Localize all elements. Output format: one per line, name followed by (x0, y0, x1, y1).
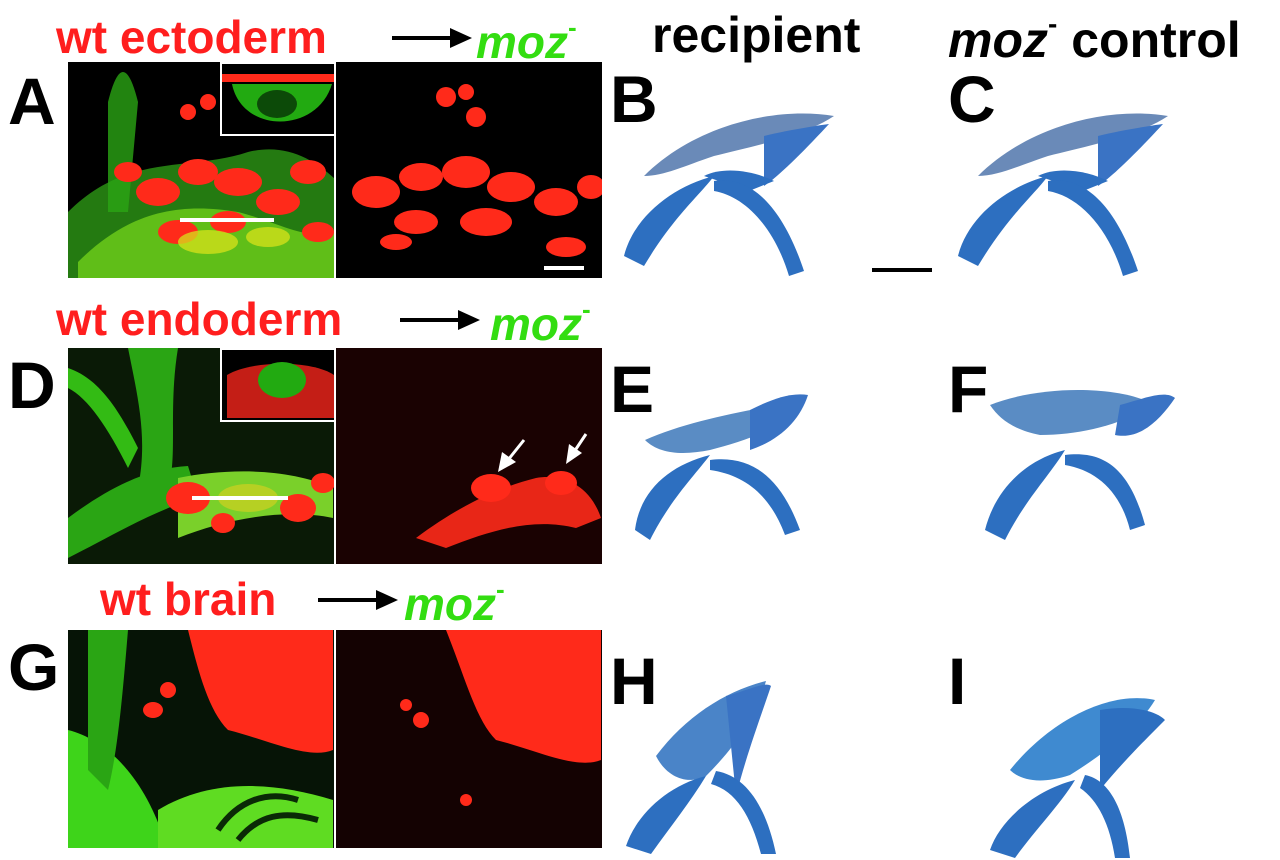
row-d-target-label: moz (490, 298, 582, 350)
panel-a-inset (220, 62, 334, 136)
control-sup: - (1048, 8, 1058, 39)
arrow-icon (498, 439, 526, 472)
arrow-icon (566, 433, 588, 464)
row-a-target-label: moz (476, 16, 568, 68)
panel-i-cartilage (980, 680, 1200, 860)
row-a-target: moz- (476, 14, 577, 65)
row-g-source-label: wt brain (100, 573, 277, 625)
panel-label-b: B (610, 62, 658, 136)
fluorescence-red-image (336, 630, 602, 848)
row-g-target-label: moz (404, 578, 496, 630)
panel-label-g: G (8, 630, 60, 704)
control-rest: control (1057, 12, 1241, 68)
panel-h-cartilage (616, 676, 836, 856)
panel-label-i: I (948, 644, 967, 718)
panel-g-red (334, 628, 604, 850)
row-d-arrow (400, 308, 480, 332)
fluorescence-red-image (336, 348, 602, 564)
row-d-header: wt endoderm (56, 296, 342, 342)
arrow-icon (392, 28, 472, 48)
panel-label-f: F (948, 352, 989, 426)
column-header-control: moz- control (948, 8, 1241, 68)
arrow-icon (400, 310, 480, 330)
control-italic: moz (948, 12, 1048, 68)
row-g-target-sup: - (496, 574, 505, 604)
panel-label-e: E (610, 352, 655, 426)
panel-label-a: A (8, 64, 56, 138)
row-d-target: moz- (490, 296, 591, 347)
panel-label-d: D (8, 348, 56, 422)
fluorescence-red-image (336, 62, 602, 278)
panel-d-red (334, 346, 604, 566)
row-g-header: wt brain (100, 576, 276, 622)
row-a-target-sup: - (568, 12, 577, 42)
panel-d-merge (66, 346, 336, 566)
row-g-target: moz- (404, 576, 505, 627)
row-a-arrow (392, 26, 472, 50)
column-header-recipient: recipient (652, 7, 861, 63)
panel-label-c: C (948, 62, 996, 136)
row-d-target-sup: - (582, 294, 591, 324)
arrow-icon (318, 590, 398, 610)
row-d-source-label: wt endoderm (56, 293, 343, 345)
scale-bar-cartilage (872, 268, 932, 272)
fluorescence-merge-image (68, 630, 334, 848)
panel-e-cartilage (630, 380, 830, 550)
panel-d-inset (220, 348, 334, 422)
panel-label-h: H (610, 644, 658, 718)
row-a-source-label: wt ectoderm (56, 11, 327, 63)
panel-f-cartilage (980, 380, 1190, 550)
panel-a-merge (66, 60, 336, 280)
row-a-header: wt ectoderm (56, 14, 327, 60)
panel-g-merge (66, 628, 336, 850)
panel-a-red (334, 60, 604, 280)
row-g-arrow (318, 588, 398, 612)
panel-b-cartilage (614, 96, 844, 276)
panel-c-cartilage (948, 96, 1178, 276)
